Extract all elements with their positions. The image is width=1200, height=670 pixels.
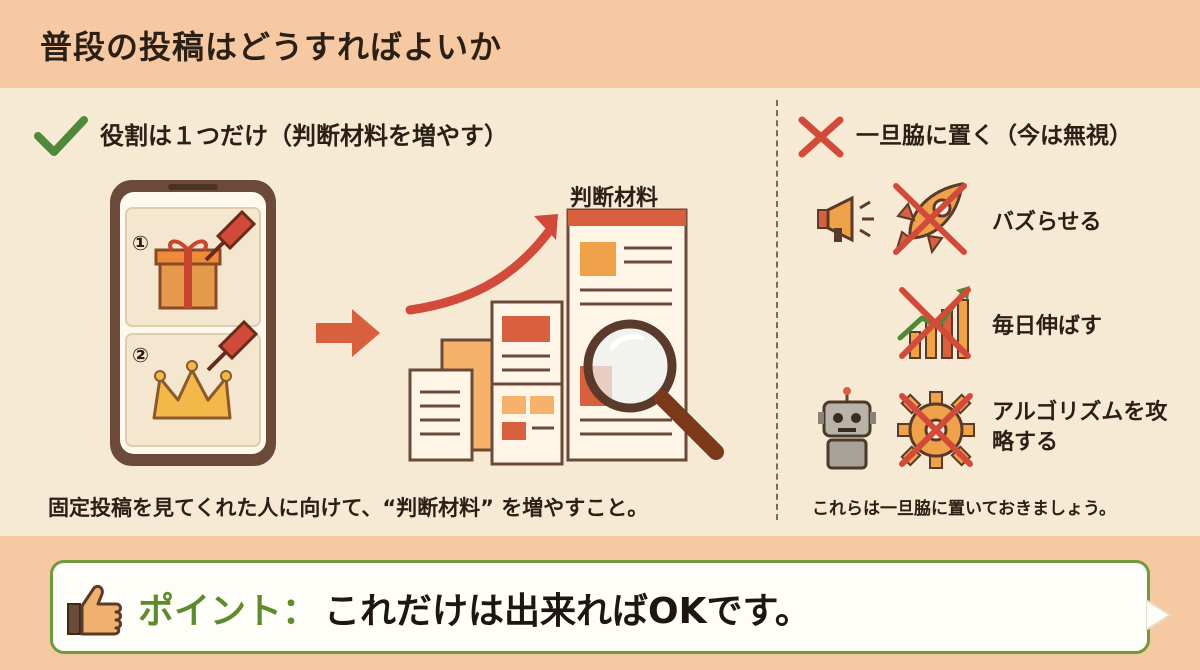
- right-section-heading: 一旦脇に置く（今は無視）: [856, 123, 1132, 149]
- smartphone-icon: ① ②: [110, 180, 276, 466]
- header-band: [0, 0, 1200, 88]
- left-caption: 固定投稿を見てくれた人に向けて、“判断材料” を増やすこと。: [48, 496, 649, 520]
- phone-item-number: ②: [132, 343, 149, 367]
- point-callout: [50, 560, 1150, 654]
- cross-icon: [798, 116, 844, 158]
- megaphone-icon: [817, 195, 874, 243]
- gear-icon: [897, 391, 975, 469]
- robot-icon: [818, 387, 876, 470]
- callout-text: これだけは出来ればOKです。: [324, 591, 811, 632]
- pushpin-icon: [204, 209, 257, 262]
- documents-with-magnifier-icon: [405, 208, 724, 466]
- gift-icon: [154, 239, 222, 310]
- checkmark-icon: [34, 116, 88, 156]
- arrow-right-icon: [316, 309, 380, 357]
- left-section-heading: 役割は１つだけ（判断材料を増やす）: [100, 122, 508, 150]
- page-title: 普段の投稿はどうすればよいか: [40, 28, 503, 66]
- pushpin-icon: [206, 319, 259, 372]
- rocket-icon: [893, 182, 967, 255]
- growth-chart-icon: [897, 286, 971, 359]
- callout-label: ポイント：: [138, 591, 319, 632]
- ignore-item-label: バズらせる: [992, 210, 1102, 235]
- thumbs-up-icon: [67, 584, 122, 636]
- phone-item-number: ①: [132, 231, 149, 255]
- section-divider: [776, 100, 778, 520]
- docs-label: 判断材料: [570, 186, 659, 211]
- callout-tail: [1146, 598, 1172, 632]
- right-caption: これらは一旦脇に置いておきましょう。: [812, 499, 1116, 519]
- crown-icon: [152, 360, 232, 420]
- ignore-item-label: アルゴリズムを攻略する: [992, 400, 1168, 455]
- ignore-item-label: 毎日伸ばす: [992, 314, 1103, 339]
